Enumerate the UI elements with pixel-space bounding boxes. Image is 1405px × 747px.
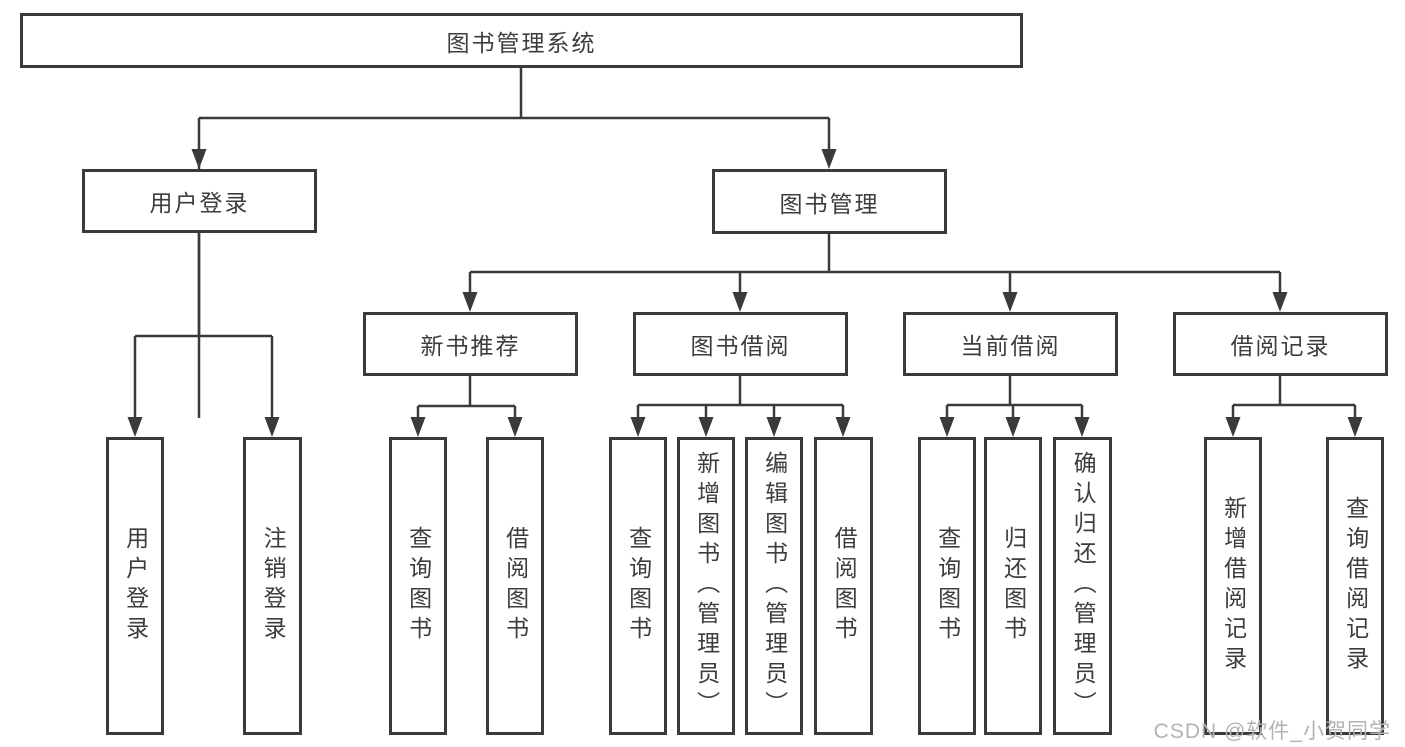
node-book-borrow-label: 图书借阅: [690, 333, 791, 359]
arrowheads-records-leaves: [1225, 417, 1363, 437]
leaf-logout: 注销登录: [243, 437, 302, 735]
node-current-borrow-label: 当前借阅: [960, 333, 1061, 359]
connector-root-to-level1: [197, 68, 831, 418]
csdn-watermark: CSDN @软件_小贺同学: [1153, 720, 1391, 743]
arrowheads-level2: [462, 292, 1288, 312]
node-borrow-records-label: 借阅记录: [1230, 333, 1331, 359]
node-borrow-records: 借阅记录: [1173, 312, 1388, 376]
leaf-recommend-query-books: 查询图书: [389, 437, 447, 735]
leaf-borrow-query-books-label: 查询图书: [625, 526, 652, 646]
arrowheads-recommend-leaves: [410, 417, 523, 437]
connector-borrow-to-leaves: [636, 376, 845, 419]
node-new-book-recommend-label: 新书推荐: [420, 333, 521, 359]
node-current-borrow: 当前借阅: [903, 312, 1118, 376]
node-book-management-label: 图书管理: [779, 190, 880, 217]
connector-management-to-level2: [468, 234, 1282, 294]
leaf-add-book-admin-label: 新增图书（管理员）: [693, 451, 720, 721]
node-book-borrow: 图书借阅: [633, 312, 848, 376]
connector-recommend-to-leaves: [416, 376, 517, 419]
leaf-add-borrow-record-label: 新增借阅记录: [1220, 496, 1247, 676]
node-root-system: 图书管理系统: [20, 13, 1023, 68]
leaf-current-query-books-label: 查询图书: [934, 526, 961, 646]
connector-current-to-leaves: [945, 376, 1084, 419]
leaf-logout-label: 注销登录: [260, 526, 287, 646]
leaf-add-borrow-record: 新增借阅记录: [1204, 437, 1262, 735]
node-user-login-label: 用户登录: [149, 190, 250, 216]
node-user-login: 用户登录: [82, 169, 317, 233]
arrowheads-current-leaves: [939, 417, 1090, 437]
connector-user-to-leaves: [133, 233, 274, 419]
leaf-add-book-admin: 新增图书（管理员）: [677, 437, 735, 735]
node-root-label: 图书管理系统: [446, 29, 597, 56]
arrowheads-user-leaves: [127, 417, 280, 437]
leaf-recommend-query-books-label: 查询图书: [405, 526, 432, 646]
leaf-edit-book-admin-label: 编辑图书（管理员）: [761, 451, 788, 721]
leaf-recommend-borrow-books-label: 借阅图书: [502, 526, 529, 646]
leaf-confirm-return-admin: 确认归还（管理员）: [1053, 437, 1112, 735]
leaf-return-books: 归还图书: [984, 437, 1042, 735]
leaf-user-login: 用户登录: [106, 437, 164, 735]
leaf-recommend-borrow-books: 借阅图书: [486, 437, 544, 735]
arrowheads-borrow-leaves: [630, 417, 851, 437]
node-new-book-recommend: 新书推荐: [363, 312, 578, 376]
leaf-current-query-books: 查询图书: [918, 437, 976, 735]
leaf-borrow-borrow-books-label: 借阅图书: [831, 526, 858, 646]
connector-records-to-leaves: [1231, 376, 1357, 419]
leaf-borrow-query-books: 查询图书: [609, 437, 667, 735]
leaf-user-login-label: 用户登录: [122, 526, 149, 646]
node-book-management: 图书管理: [712, 169, 947, 234]
leaf-edit-book-admin: 编辑图书（管理员）: [745, 437, 803, 735]
leaf-borrow-borrow-books: 借阅图书: [814, 437, 873, 735]
leaf-return-books-label: 归还图书: [1000, 526, 1027, 646]
leaf-confirm-return-admin-label: 确认归还（管理员）: [1070, 451, 1097, 721]
leaf-query-borrow-record: 查询借阅记录: [1326, 437, 1384, 735]
arrowheads-level1: [191, 149, 837, 169]
leaf-query-borrow-record-label: 查询借阅记录: [1342, 496, 1369, 676]
